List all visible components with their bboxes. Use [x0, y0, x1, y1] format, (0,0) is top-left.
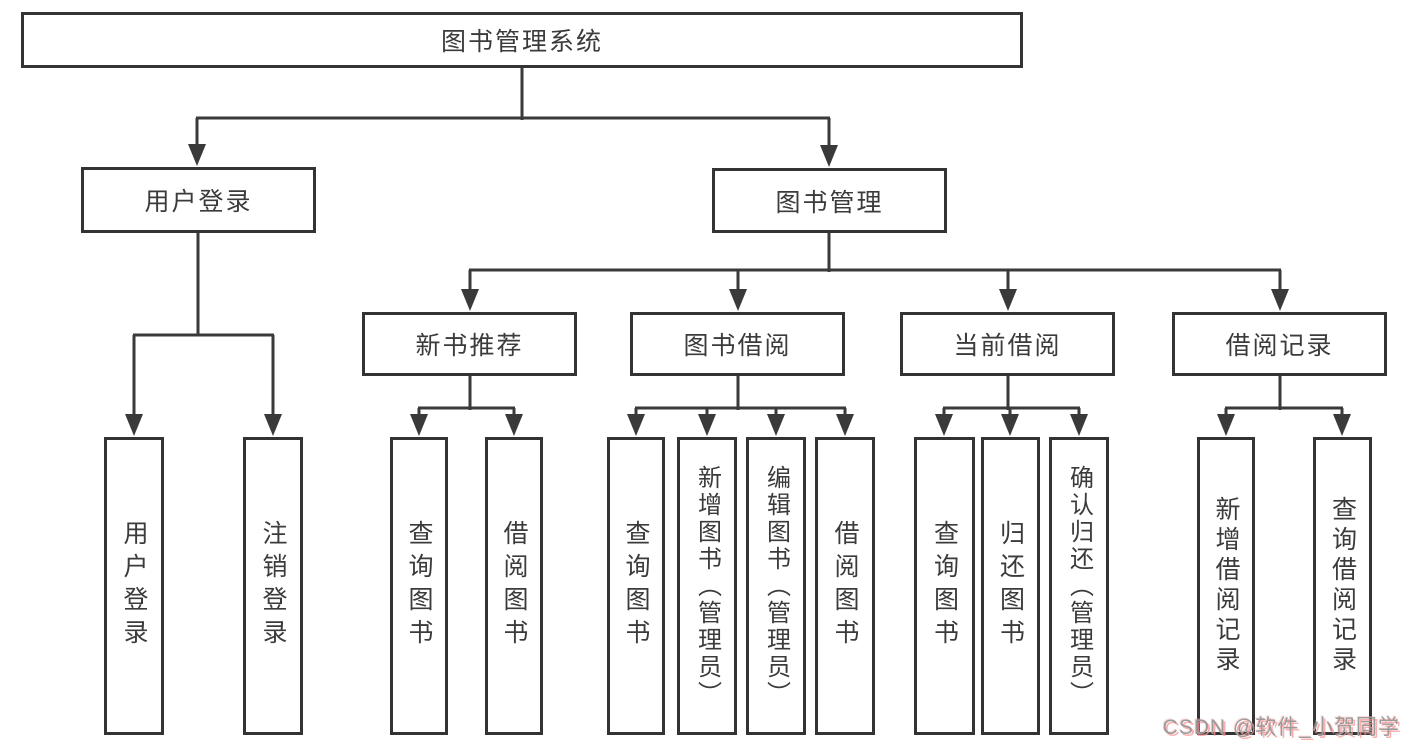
node-label: 图书管理: [775, 188, 884, 217]
leaf-label: 确认归还（管理员）: [1065, 464, 1093, 708]
leaf-label: 新增图书（管理员）: [693, 464, 721, 708]
watermark: CSDN @软件_小贺同学: [1162, 716, 1400, 739]
leaf-return-book: 归还图书: [981, 437, 1040, 735]
leaf-label: 查询图书: [930, 520, 959, 652]
node-label: 新书推荐: [415, 332, 524, 360]
leaf-logout: 注销登录: [243, 437, 303, 735]
leaf-label: 编辑图书（管理员）: [762, 464, 790, 708]
leaf-query-books-recommend: 查询图书: [390, 437, 448, 735]
node-book-borrowing: 图书借阅: [630, 312, 845, 376]
leaf-label: 查询图书: [405, 520, 433, 652]
leaf-label: 归还图书: [996, 520, 1025, 652]
arrowheads: [125, 144, 1351, 436]
node-root-library-system: 图书管理系统: [21, 12, 1023, 68]
node-borrowing-records: 借阅记录: [1172, 312, 1387, 376]
node-user-login-branch: 用户登录: [81, 167, 316, 233]
leaf-borrow-books-recommend: 借阅图书: [485, 437, 543, 735]
leaf-borrow-books-borrowing: 借阅图书: [815, 437, 875, 735]
leaf-edit-book-admin: 编辑图书（管理员）: [746, 437, 806, 735]
node-label: 图书借阅: [683, 332, 792, 360]
leaf-confirm-return-admin: 确认归还（管理员）: [1049, 437, 1109, 735]
node-book-management-branch: 图书管理: [712, 168, 947, 233]
leaf-query-books-borrowing: 查询图书: [607, 437, 665, 735]
node-label: 用户登录: [144, 188, 253, 216]
leaf-query-borrow-record: 查询借阅记录: [1313, 437, 1372, 735]
leaf-add-borrow-record: 新增借阅记录: [1197, 437, 1255, 735]
leaf-label: 借阅图书: [831, 520, 859, 652]
node-new-book-recommendation: 新书推荐: [362, 312, 577, 376]
node-label: 图书管理系统: [440, 28, 603, 56]
leaf-add-book-admin: 新增图书（管理员）: [677, 437, 737, 735]
leaf-user-login: 用户登录: [104, 437, 164, 735]
node-current-borrowing: 当前借阅: [900, 312, 1115, 376]
leaf-label: 注销登录: [259, 520, 287, 652]
node-label: 当前借阅: [953, 332, 1062, 360]
leaf-label: 查询图书: [622, 520, 650, 652]
leaf-query-books-current: 查询图书: [914, 437, 975, 735]
leaf-label: 查询借阅记录: [1328, 496, 1357, 676]
node-label: 借阅记录: [1225, 332, 1334, 360]
leaf-label: 借阅图书: [500, 520, 528, 652]
leaf-label: 用户登录: [120, 520, 148, 652]
leaf-label: 新增借阅记录: [1212, 496, 1240, 676]
